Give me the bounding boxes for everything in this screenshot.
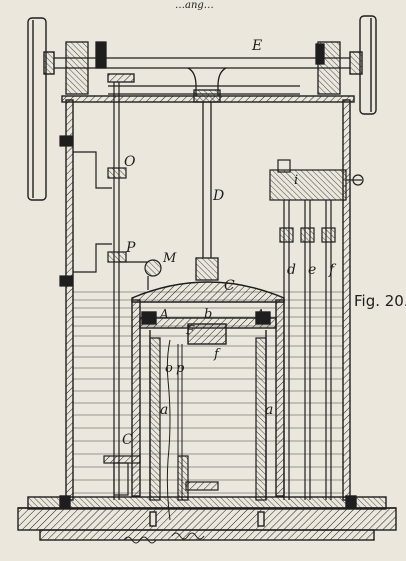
label-p-inner: p <box>176 361 185 376</box>
label-m: M <box>162 251 177 266</box>
water-lines <box>72 291 344 494</box>
gas-bell <box>131 281 285 500</box>
label-o-inner: o <box>165 361 173 376</box>
connecting-rod <box>195 102 219 281</box>
label-a-left: A <box>159 307 169 321</box>
label-f: F <box>185 323 195 337</box>
label-c-top: C <box>224 278 235 294</box>
label-o: O <box>124 154 136 170</box>
left-flywheel <box>27 17 55 201</box>
diagram-labels: E O D i P M C d e f A A F b f o p a a C … <box>122 38 406 448</box>
label-d-pipe: d <box>287 262 296 278</box>
label-e-pipe: e <box>308 262 316 278</box>
right-flywheel <box>349 15 377 115</box>
guide-pipes <box>149 337 267 501</box>
label-i: i <box>294 173 298 188</box>
label-p: P <box>125 240 136 256</box>
distributor-i <box>269 159 364 500</box>
label-a-right: A <box>255 307 265 321</box>
valve-m <box>120 259 162 290</box>
bottom-springs <box>123 532 205 544</box>
label-a-pipe-right: a <box>265 402 273 418</box>
label-c-bottom: C <box>122 432 133 448</box>
label-a-pipe-left: a <box>160 402 168 418</box>
label-f-inner: f <box>213 347 221 362</box>
top-text-fragment: …ang… <box>175 0 214 11</box>
label-f-pipe: f <box>328 262 337 278</box>
label-d: D <box>212 188 224 204</box>
bottom-gears <box>103 455 219 501</box>
label-e: E <box>251 38 262 54</box>
tank-base <box>17 495 397 541</box>
figure-caption: Fig. 20. <box>354 292 406 310</box>
main-shaft <box>54 41 350 103</box>
label-b: b <box>204 307 212 322</box>
left-rod-assembly <box>59 82 127 500</box>
